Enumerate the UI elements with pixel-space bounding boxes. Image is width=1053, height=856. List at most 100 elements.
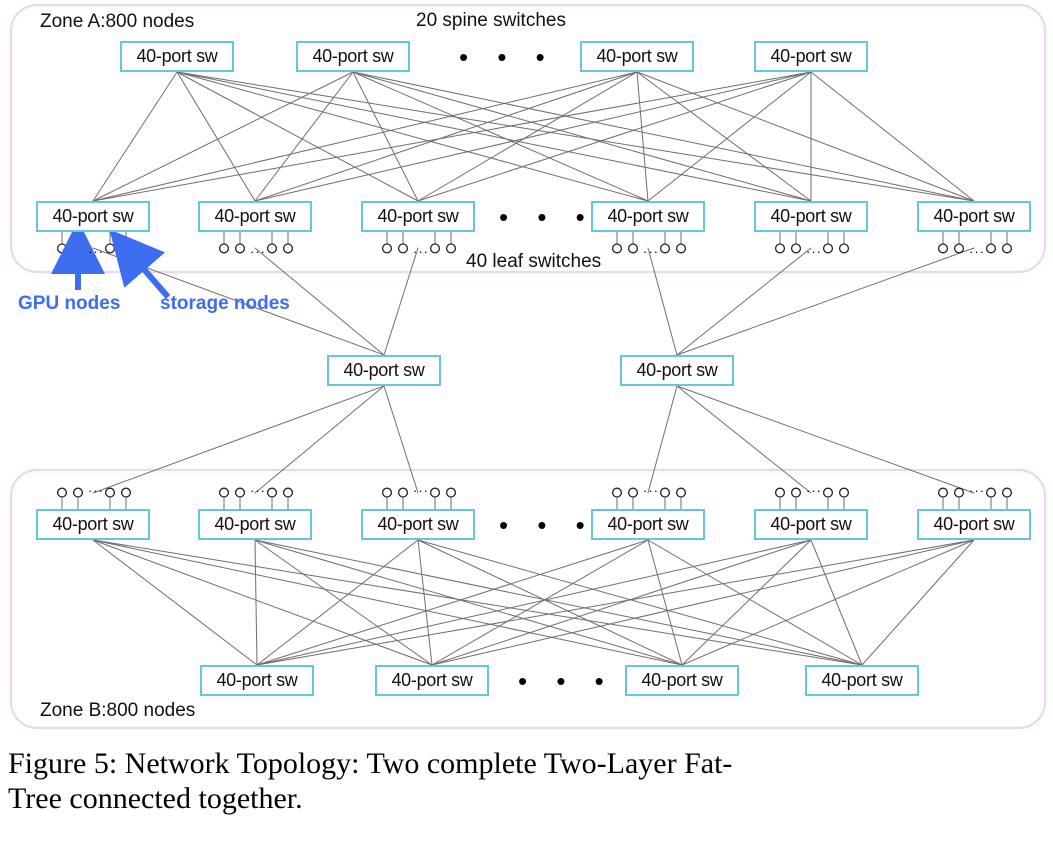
node-ellipsis: ··· xyxy=(250,244,266,259)
link-line xyxy=(92,539,683,666)
compute-node-circle xyxy=(611,243,623,254)
zone-a-leaf-switch[interactable]: 40-port sw xyxy=(361,201,475,232)
zone-a-spine-leaf-link xyxy=(647,71,812,202)
link-line xyxy=(254,539,863,666)
zone-b-leaf-switch[interactable]: 40-port sw xyxy=(917,509,1031,540)
zone-b-frame xyxy=(9,468,1047,730)
interconnect-switch[interactable]: 40-port sw xyxy=(327,355,441,386)
compute-node-circle xyxy=(266,487,278,498)
link-line xyxy=(810,539,863,666)
compute-node-circle xyxy=(937,243,949,254)
zone-a-spine-leaf-link xyxy=(417,71,638,202)
zone-a-leaf-switch[interactable]: 40-port sw xyxy=(36,201,150,232)
compute-node-circle xyxy=(445,243,457,254)
node-ellipsis: ··· xyxy=(806,483,822,498)
zone-b-leaf-ellipsis: • • • xyxy=(499,510,596,540)
zone-a-spine-switch[interactable]: 40-port sw xyxy=(754,41,868,72)
interconnect-up-link xyxy=(254,247,385,356)
node-ellipsis: ··· xyxy=(413,244,429,259)
leaf-count-label: 40 leaf switches xyxy=(466,251,602,272)
node-ellipsis: ··· xyxy=(250,483,266,498)
interconnect-down-link xyxy=(383,385,419,494)
zone-a-spine-switch[interactable]: 40-port sw xyxy=(580,41,694,72)
compute-node-circle xyxy=(445,487,457,498)
zone-a-spine-leaf-link xyxy=(636,71,812,202)
compute-node-circle xyxy=(429,243,441,254)
compute-node-circle xyxy=(397,487,409,498)
compute-node-circle xyxy=(838,243,850,254)
compute-node-circle xyxy=(56,487,68,498)
link-line xyxy=(431,539,975,666)
zone-a-spine-leaf-link xyxy=(810,71,975,202)
node-ellipsis: ··· xyxy=(806,244,822,259)
zone-a-leaf-switch[interactable]: 40-port sw xyxy=(917,201,1031,232)
interconnect-up-link xyxy=(676,247,975,356)
zone-b-spine-switch[interactable]: 40-port sw xyxy=(625,665,739,696)
zone-b-leaf-switch[interactable]: 40-port sw xyxy=(591,509,705,540)
interconnect-up-link xyxy=(647,247,678,356)
zone-b-spine-switch[interactable]: 40-port sw xyxy=(805,665,919,696)
zone-a-spine-leaf-link xyxy=(254,71,812,202)
zone-b-spine-switch[interactable]: 40-port sw xyxy=(200,665,314,696)
zone-a-spine-leaf-link xyxy=(176,71,649,202)
zone-b-leaf-switch[interactable]: 40-port sw xyxy=(361,509,475,540)
zone-a-spine-switch[interactable]: 40-port sw xyxy=(120,41,234,72)
zone-a-leaf-switch[interactable]: 40-port sw xyxy=(591,201,705,232)
zone-a-spine-leaf-link xyxy=(92,71,812,202)
interconnect-down-link xyxy=(676,385,812,494)
node-ellipsis: ··· xyxy=(643,244,659,259)
node-ellipsis: ··· xyxy=(88,483,104,498)
compute-node-circle xyxy=(790,487,802,498)
link-line xyxy=(92,539,433,666)
compute-node-circle xyxy=(120,487,132,498)
zone-b-leaf-switch[interactable]: 40-port sw xyxy=(36,509,150,540)
compute-node-circle xyxy=(953,243,965,254)
zone-b-label: Zone B:800 nodes xyxy=(40,700,196,721)
link-line xyxy=(681,539,975,666)
link-line xyxy=(256,539,649,666)
interconnect-down-link xyxy=(92,385,385,494)
link-line xyxy=(431,539,812,666)
zone-a-spine-leaf-link xyxy=(352,71,649,202)
link-line xyxy=(861,539,975,666)
compute-node-circle xyxy=(282,487,294,498)
zone-a-spine-leaf-link xyxy=(417,71,812,202)
zone-b-spine-switch[interactable]: 40-port sw xyxy=(375,665,489,696)
link-line xyxy=(256,539,419,666)
node-ellipsis: ··· xyxy=(969,483,985,498)
link-line xyxy=(647,539,683,666)
compute-node-circle xyxy=(675,243,687,254)
zone-b-leaf-switch[interactable]: 40-port sw xyxy=(198,509,312,540)
gpu-nodes-label: GPU nodes xyxy=(18,293,121,314)
link-line xyxy=(254,539,433,666)
compute-node-circle xyxy=(104,487,116,498)
zone-a-leaf-switch[interactable]: 40-port sw xyxy=(198,201,312,232)
caption-line-2: Tree connected together. xyxy=(8,782,303,816)
link-line xyxy=(417,539,863,666)
zone-a-spine-leaf-link xyxy=(352,71,812,202)
compute-node-circle xyxy=(120,243,132,254)
compute-node-circle xyxy=(659,243,671,254)
interconnect-down-link xyxy=(254,385,385,494)
node-ellipsis: ··· xyxy=(413,483,429,498)
zone-a-frame xyxy=(9,3,1047,274)
link-line xyxy=(256,539,812,666)
storage-nodes-label: storage nodes xyxy=(160,293,290,314)
interconnect-switch[interactable]: 40-port sw xyxy=(620,355,734,386)
compute-node-circle xyxy=(1001,487,1013,498)
compute-node-circle xyxy=(838,487,850,498)
compute-node-circle xyxy=(675,487,687,498)
zone-a-spine-switch[interactable]: 40-port sw xyxy=(296,41,410,72)
interconnect-up-link xyxy=(383,247,419,356)
compute-node-circle xyxy=(611,487,623,498)
zone-a-leaf-switch[interactable]: 40-port sw xyxy=(754,201,868,232)
compute-node-circle xyxy=(234,487,246,498)
zone-a-spine-leaf-link xyxy=(92,71,354,202)
compute-node-circle xyxy=(1001,243,1013,254)
compute-node-circle xyxy=(774,487,786,498)
zone-a-label: Zone A:800 nodes xyxy=(40,11,195,32)
compute-node-circle xyxy=(72,487,84,498)
zone-b-leaf-switch[interactable]: 40-port sw xyxy=(754,509,868,540)
zone-a-spine-leaf-link xyxy=(92,71,638,202)
